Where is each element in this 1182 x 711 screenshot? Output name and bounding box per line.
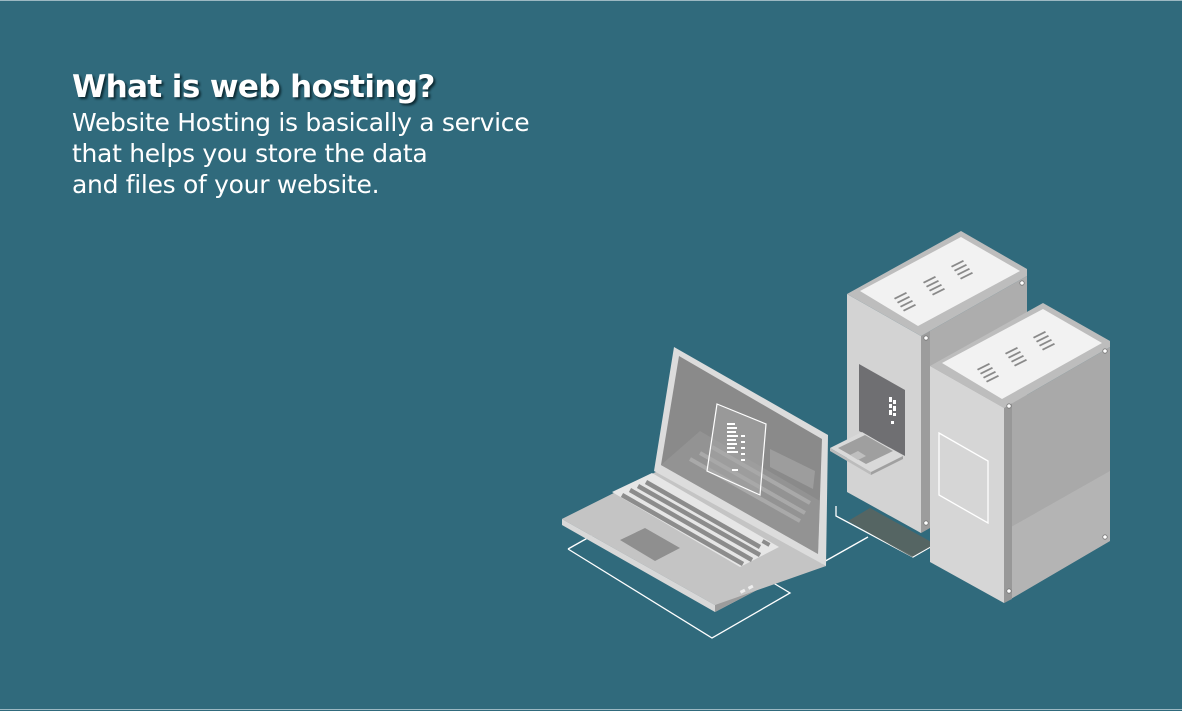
slide-description: Website Hosting is basically a service t… (72, 107, 672, 200)
description-line-3: and files of your website. (72, 170, 380, 199)
description-line-2: that helps you store the data (72, 139, 428, 168)
laptop-icon (562, 347, 828, 612)
server-tower-icon (830, 231, 1027, 533)
slide-heading: What is web hosting? (72, 69, 435, 105)
intro-text-block: What is web hosting? Website Hosting is … (72, 67, 672, 200)
description-line-1: Website Hosting is basically a service (72, 108, 530, 137)
server-tower-icon (930, 303, 1110, 603)
mini-laptop-icon (830, 432, 903, 475)
